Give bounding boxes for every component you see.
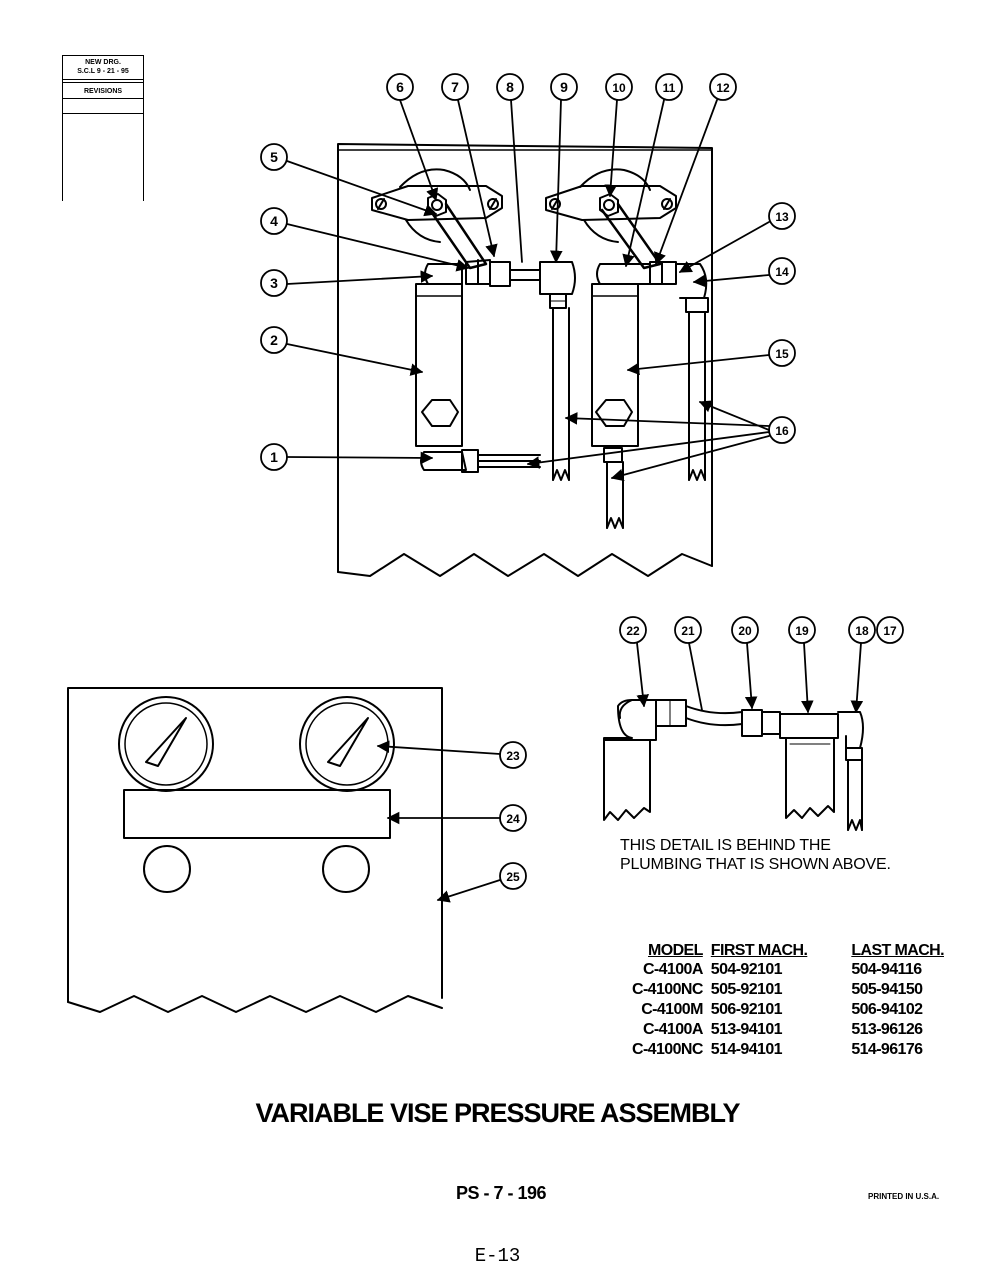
callout-number-5: 5 [270, 149, 278, 165]
callout-8 [496, 73, 524, 263]
model-serial-table: MODEL FIRST MACH. LAST MACH. C-4100A 504… [628, 941, 948, 1060]
callout-10 [604, 73, 633, 198]
callout-number-13: 13 [775, 210, 789, 224]
revision-block: NEW DRG. S.C.L 9 - 21 - 95 REVISIONS [62, 55, 144, 201]
callout-number-12: 12 [716, 81, 730, 95]
model-cell: C-4100A [642, 961, 703, 978]
detail-callouts [619, 616, 904, 714]
callout-number-23: 23 [506, 749, 520, 763]
callout-13 [678, 202, 796, 273]
callout-number-25: 25 [506, 870, 520, 884]
model-cell: C-4100NC [632, 981, 703, 998]
callout-number-19: 19 [795, 624, 809, 638]
first-mach-cell: 513-94101 [710, 1021, 783, 1038]
callout-6 [386, 73, 439, 202]
last-mach-cell: 506-94102 [851, 1001, 923, 1018]
revision-label: REVISIONS [83, 88, 123, 95]
callout-number-24: 24 [506, 812, 520, 826]
callout-number-20: 20 [738, 624, 752, 638]
table-header-row: MODEL FIRST MACH. LAST MACH. [628, 941, 948, 960]
callout-number-7: 7 [451, 79, 459, 95]
last-mach-cell: 504-94116 [851, 961, 922, 978]
page-number: E-13 [474, 1245, 521, 1267]
callout-number-18: 18 [855, 624, 869, 638]
drawing-title: VARIABLE VISE PRESSURE ASSEMBLY [255, 1098, 740, 1128]
detail-note: THIS DETAIL IS BEHIND THE PLUMBING THAT … [620, 836, 891, 874]
model-cell: C-4100M [641, 1001, 703, 1018]
callout-17 [876, 616, 904, 644]
callout-4 [260, 207, 470, 272]
callout-number-17: 17 [883, 624, 897, 638]
col-last-mach-header: LAST MACH. [851, 942, 944, 959]
callout-25 [436, 862, 527, 903]
printed-in-usa: PRINTED IN U.S.A. [868, 1192, 940, 1201]
revision-date: S.C.L 9 - 21 - 95 [77, 68, 129, 75]
callout-number-16: 16 [775, 424, 789, 438]
callout-1 [260, 443, 434, 471]
first-mach-cell: 514-94101 [710, 1041, 783, 1058]
callout-number-6: 6 [396, 79, 404, 95]
model-cell: C-4100A [642, 1021, 703, 1038]
right-regulator-body [591, 263, 709, 529]
table-row: C-4100A 513-94101 513-96126 [628, 1020, 948, 1040]
last-mach-cell: 514-96176 [851, 1041, 923, 1058]
callout-number-15: 15 [775, 347, 789, 361]
tee-fitting [489, 261, 576, 481]
lower-callouts [376, 740, 527, 903]
first-mach-cell: 504-92101 [710, 961, 783, 978]
table-row: C-4100NC 505-92101 505-94150 [628, 980, 948, 1000]
callout-number-11: 11 [663, 81, 676, 95]
detail-plumbing [603, 699, 864, 831]
upper-callouts [260, 73, 796, 482]
first-mach-cell: 505-92101 [710, 981, 783, 998]
callout-12 [654, 73, 737, 266]
callout-number-14: 14 [775, 265, 789, 279]
callout-number-21: 21 [681, 624, 695, 638]
first-mach-cell: 506-92101 [710, 1001, 783, 1018]
upper-panel [337, 143, 713, 577]
col-model-header: MODEL [648, 942, 703, 959]
drawing-code: PS - 7 - 196 [456, 1183, 547, 1203]
table-row: C-4100M 506-92101 506-94102 [628, 1000, 948, 1020]
callout-5 [260, 143, 438, 217]
callout-number-22: 22 [626, 624, 640, 638]
callout-9 [550, 73, 578, 264]
callout-16 [526, 400, 796, 482]
callout-3 [260, 269, 434, 297]
detail-note-line1: THIS DETAIL IS BEHIND THE [620, 837, 831, 854]
model-cell: C-4100NC [632, 1041, 703, 1058]
callout-number-10: 10 [612, 81, 626, 95]
table-row: C-4100A 504-92101 504-94116 [628, 960, 948, 980]
callout-2 [260, 326, 424, 376]
callout-24 [386, 804, 527, 832]
callout-19 [788, 616, 816, 714]
callout-22 [619, 616, 650, 708]
callout-number-8: 8 [506, 79, 514, 95]
callout-15 [626, 339, 796, 376]
callout-18 [848, 616, 876, 714]
gauge-panel [67, 687, 443, 1013]
callout-number-1: 1 [270, 449, 278, 465]
detail-note-line2: PLUMBING THAT IS SHOWN ABOVE. [620, 856, 891, 873]
callout-20 [731, 616, 759, 710]
left-regulator-body [415, 263, 541, 473]
callout-21 [674, 616, 703, 711]
last-mach-cell: 505-94150 [851, 981, 923, 998]
callout-14 [692, 257, 796, 288]
callout-11 [622, 73, 683, 268]
left-valve [371, 168, 503, 285]
table-row: C-4100NC 514-94101 514-96176 [628, 1040, 948, 1060]
callout-number-3: 3 [270, 275, 278, 291]
callout-number-9: 9 [560, 79, 568, 95]
revision-new-drawing: NEW DRG. [85, 59, 121, 66]
callout-23 [376, 740, 527, 769]
last-mach-cell: 513-96126 [851, 1021, 923, 1038]
callout-number-2: 2 [270, 332, 278, 348]
col-first-mach-header: FIRST MACH. [710, 942, 808, 959]
callout-number-4: 4 [270, 213, 278, 229]
callout-7 [441, 73, 498, 258]
